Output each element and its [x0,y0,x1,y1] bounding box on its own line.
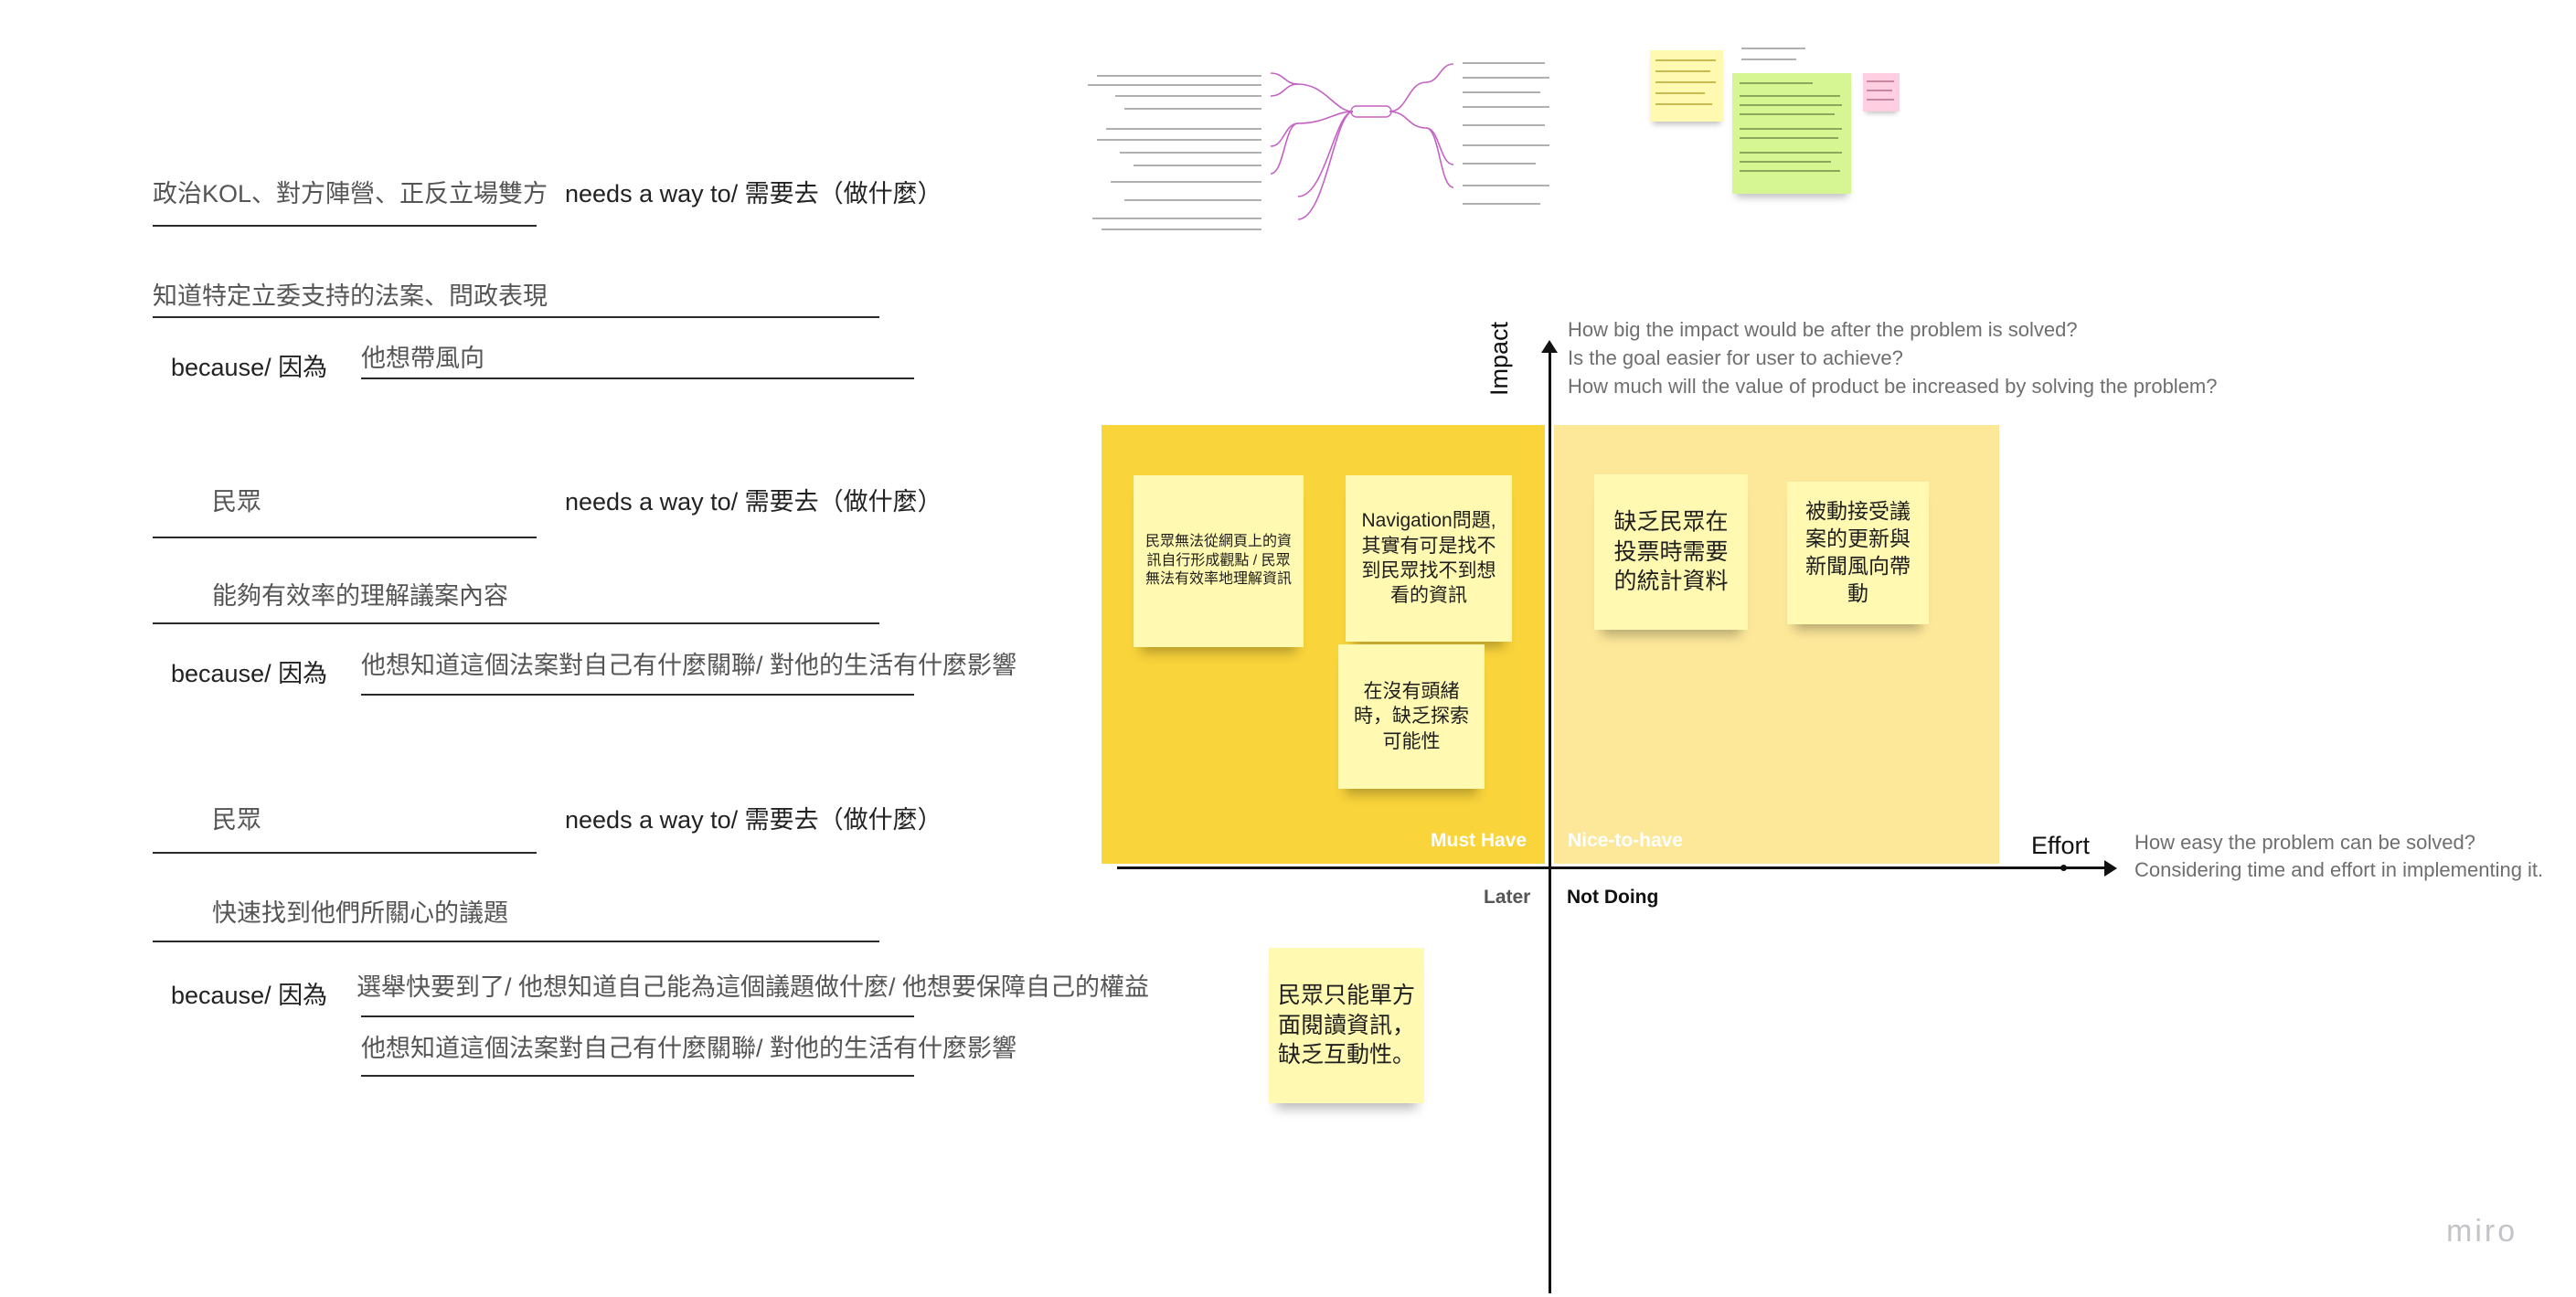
because-label: because/ 因為 [171,660,328,687]
mindmap-node [1463,77,1549,79]
reason-underline [361,694,914,696]
mindmap-node [1092,218,1261,219]
y-axis-hint-1: How big the impact would be after the pr… [1568,318,2078,341]
mini-note-yellow[interactable] [1650,50,1723,122]
sticky-note[interactable]: 缺乏民眾在投票時需要的統計資料 [1594,474,1748,630]
sticky-note[interactable]: Navigation問題,其實有可是找不到民眾找不到想看的資訊 [1346,475,1512,642]
miro-logo: miro [2446,1214,2518,1249]
x-axis-line [1117,866,2106,869]
sticky-note[interactable]: 民眾無法從網頁上的資訊自行形成觀點 / 民眾無法有效率地理解資訊 [1134,475,1304,647]
x-axis-dot [2060,865,2067,871]
mindmap-node [1097,139,1261,141]
mindmap-node [1097,75,1261,77]
mindmap-node [1463,124,1545,126]
who-field[interactable]: 民眾 [212,488,261,516]
mindmap-node [1088,84,1261,86]
label-nice-to-have: Nice-to-have [1568,830,1684,851]
reason-underline-2 [361,1075,914,1077]
reason-field[interactable]: 他想知道這個法案對自己有什麼關聯/ 對他的生活有什麼影響 [361,652,1017,679]
y-axis-title: Impact [1485,321,1513,396]
mini-note-green[interactable] [1732,73,1851,194]
who-underline [153,537,537,538]
label-later: Later [1484,887,1531,908]
need-underline [153,622,879,624]
mindmap-node [1463,91,1540,93]
mindmap-node [1463,203,1540,205]
mindmap-node [1102,229,1261,230]
because-label: because/ 因為 [171,354,328,381]
mindmap-node [1115,95,1261,97]
mini-note-pink[interactable] [1863,73,1900,112]
needs-label: needs a way to/ 需要去（做什麼） [565,488,942,516]
who-field[interactable]: 政治KOL、對方陣營、正反立場雙方 [153,180,548,207]
mindmap-node [1111,181,1261,183]
sticky-note[interactable]: 被動接受議案的更新與新聞風向帶動 [1787,482,1929,624]
need-underline [153,941,879,942]
mindmap-node [1463,62,1545,64]
needs-label: needs a way to/ 需要去（做什麼） [565,180,942,207]
mindmap-node [1463,144,1549,146]
need-field[interactable]: 知道特定立委支持的法案、問政表現 [153,282,548,310]
sticky-note[interactable]: 在沒有頭緒時，缺乏探索可能性 [1338,644,1485,789]
reason-field[interactable]: 他想帶風向 [361,345,484,372]
mindmap-thumbnail[interactable] [1079,37,1554,247]
mindmap-node [1106,128,1261,130]
reason-underline [361,377,914,379]
label-must-have: Must Have [1431,830,1528,851]
label-not-doing: Not Doing [1567,887,1659,908]
mindmap-node [1463,106,1549,108]
needs-label: needs a way to/ 需要去（做什麼） [565,806,942,834]
reason-field-2[interactable]: 他想知道這個法案對自己有什麼關聯/ 對他的生活有什麼影響 [361,1035,1017,1062]
need-underline [153,316,879,318]
x-axis-hint-2: Considering time and effort in implement… [2134,858,2544,881]
mindmap-node [1463,163,1536,165]
x-axis-hint-1: How easy the problem can be solved? [2134,831,2475,854]
mindmap-connectors [1270,63,1454,220]
y-axis-arrow-icon [1541,340,1558,353]
mindmap-node [1134,165,1261,166]
reason-underline [361,1015,914,1017]
mindmap-node [1463,185,1549,186]
mindmap-node [1124,199,1261,201]
who-underline [153,852,537,854]
mindmap-node [1120,152,1261,154]
who-field[interactable]: 民眾 [212,806,261,834]
mindmap-node [1124,108,1261,110]
because-label: because/ 因為 [171,982,328,1009]
x-axis-arrow-icon [2104,860,2117,877]
who-underline [153,225,537,227]
need-field[interactable]: 快速找到他們所關心的議題 [212,899,508,927]
need-field[interactable]: 能夠有效率的理解議案內容 [212,582,508,610]
mini-text-block [1741,46,1815,64]
y-axis-hint-2: Is the goal easier for user to achieve? [1568,346,1903,369]
sticky-note[interactable]: 民眾只能單方面閱讀資訊，缺乏互動性。 [1269,948,1424,1103]
x-axis-title: Effort [2031,832,2091,859]
y-axis-line [1549,347,1551,1293]
y-axis-hint-3: How much will the value of product be in… [1568,375,2218,398]
reason-field[interactable]: 選舉快要到了/ 他想知道自己能為這個議題做什麼/ 他想要保障自己的權益 [357,973,1150,1001]
